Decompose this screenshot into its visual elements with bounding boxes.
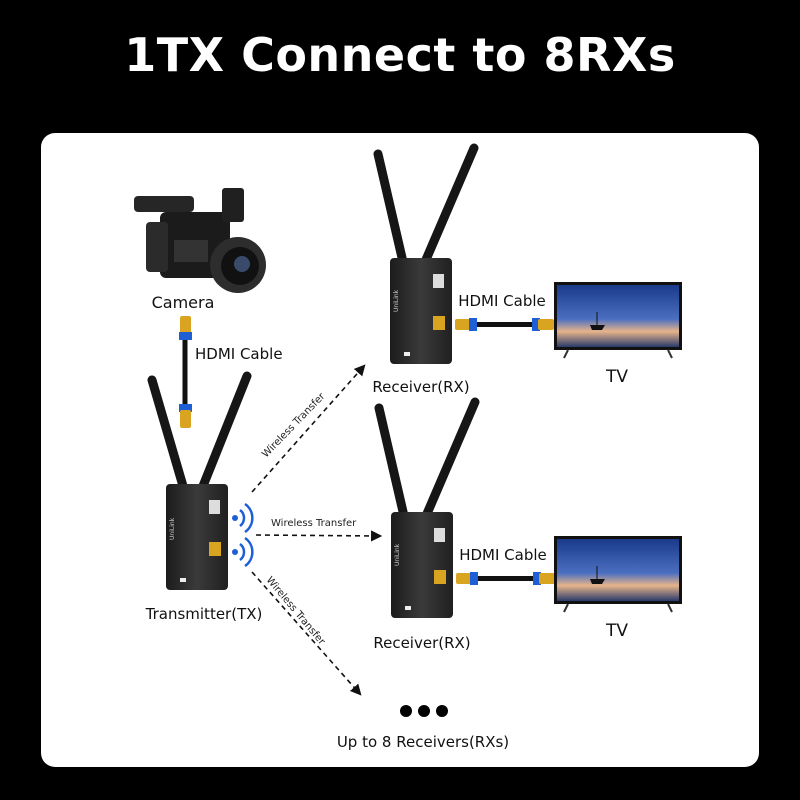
wireless-transfer-up-label: Wireless Transfer [260, 390, 328, 460]
wifi-signal-icon [232, 502, 254, 568]
receiver-icon: UniLink [374, 397, 480, 618]
hdmi-cable-rx-bottom-label: HDMI Cable [459, 546, 547, 564]
receiver-bottom-label: Receiver(RX) [373, 634, 470, 652]
tv-top-label: TV [605, 367, 628, 387]
transmitter-label: Transmitter(TX) [145, 605, 263, 623]
hdmi-cable-icon [456, 572, 555, 585]
receiver-top-label: Receiver(RX) [372, 378, 469, 396]
hdmi-cable-camera [179, 316, 192, 428]
svg-text:UniLink: UniLink [169, 517, 176, 540]
wireless-transfer-mid-label: Wireless Transfer [271, 518, 357, 529]
hdmi-cable-rx-top-label: HDMI Cable [458, 292, 546, 310]
camera-label: Camera [152, 293, 215, 312]
tv-bottom-label: TV [605, 621, 628, 641]
more-receivers-dots [400, 705, 448, 717]
tv-icon [554, 536, 682, 613]
svg-text:UniLink: UniLink [393, 289, 400, 312]
svg-text:UniLink: UniLink [394, 543, 401, 566]
page-title: 1TX Connect to 8RXs [124, 28, 676, 82]
wireless-transfer-down-label: Wireless Transfer [264, 575, 328, 648]
tv-icon [554, 282, 682, 359]
receiver-icon: UniLink [373, 143, 479, 364]
wireless-arrows [251, 364, 383, 696]
hdmi-cable-icon [455, 318, 554, 331]
transmitter-icon: UniLink [147, 371, 252, 590]
up-to-8-receivers-label: Up to 8 Receivers(RXs) [337, 733, 509, 751]
camera-icon [134, 188, 266, 293]
hdmi-cable-camera-label: HDMI Cable [195, 345, 283, 363]
